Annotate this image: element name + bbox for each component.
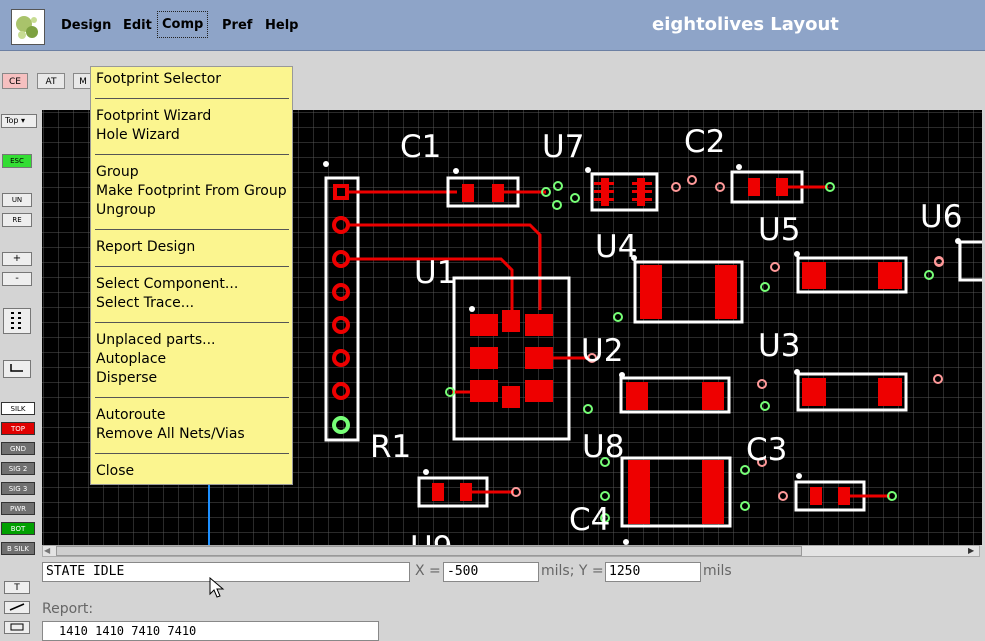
label-u5: U5 (758, 212, 800, 248)
menu-item-unplaced-parts[interactable]: Unplaced parts... (96, 332, 216, 348)
units-label: mils (703, 563, 732, 579)
menu-divider (95, 266, 289, 267)
menu-item-group[interactable]: Group (96, 164, 139, 180)
menu-divider (95, 397, 289, 398)
y-coordinate-field[interactable]: 1250 (605, 562, 701, 582)
at-button[interactable]: AT (37, 73, 65, 89)
app-title: eightolives Layout (652, 14, 839, 35)
label-r1: R1 (370, 429, 411, 465)
ce-button[interactable]: CE (2, 73, 28, 89)
layer-button[interactable]: SIG 2 (1, 462, 35, 475)
menu-edit[interactable]: Edit (123, 18, 152, 33)
layer-button[interactable]: GND (1, 442, 35, 455)
pcb-board-canvas[interactable]: C1 U7 C2 U6 U4 U5 U1 U2 U3 R1 U8 C3 C4 U… (42, 110, 982, 545)
menu-item-hole-wizard[interactable]: Hole Wizard (96, 127, 180, 143)
label-u7: U7 (542, 129, 584, 165)
rectangle-tool[interactable] (4, 621, 30, 634)
menu-divider (95, 229, 289, 230)
comp-menu-dropdown: Footprint Selector Footprint Wizard Hole… (90, 66, 293, 485)
menu-pref[interactable]: Pref (222, 18, 253, 33)
title-bar (0, 0, 985, 51)
line-icon (9, 603, 25, 611)
menu-divider (95, 154, 289, 155)
menu-item-disperse[interactable]: Disperse (96, 370, 158, 386)
m-button[interactable]: M (73, 73, 93, 89)
layer-button[interactable]: PWR (1, 502, 35, 515)
menu-item-autoplace[interactable]: Autoplace (96, 351, 167, 367)
corner-icon (10, 364, 23, 372)
zoom-out-button[interactable]: - (2, 272, 32, 286)
mouse-cursor-icon (209, 577, 225, 598)
label-c1: C1 (400, 129, 441, 165)
grid-dots-tool[interactable] (3, 308, 31, 334)
layer-button[interactable]: SIG 3 (1, 482, 35, 495)
menu-divider (95, 98, 289, 99)
zoom-in-button[interactable]: + (2, 252, 32, 266)
label-u6: U6 (920, 199, 962, 235)
scroll-right-icon[interactable]: ▶ (968, 546, 975, 555)
app-logo (11, 9, 45, 45)
layer-button[interactable]: TOP (1, 422, 35, 435)
esc-button[interactable]: ESC (2, 154, 32, 168)
chevron-down-icon: ▾ (21, 116, 26, 125)
label-u2: U2 (581, 333, 623, 369)
label-u9: U9 (410, 530, 452, 545)
label-u3: U3 (758, 328, 800, 364)
layer-select-value: Top (5, 116, 19, 125)
menu-item-report-design[interactable]: Report Design (96, 239, 196, 255)
menu-divider (95, 322, 289, 323)
menu-comp[interactable]: Comp (157, 11, 209, 38)
menu-item-remove-all-nets-vias[interactable]: Remove All Nets/Vias (96, 426, 245, 442)
label-u8: U8 (582, 429, 624, 465)
label-u4: U4 (595, 229, 637, 265)
undo-button[interactable]: UN (2, 193, 32, 207)
menu-divider (95, 453, 289, 454)
state-field: STATE IDLE (42, 562, 410, 582)
menu-help[interactable]: Help (265, 18, 299, 33)
line-tool[interactable] (4, 601, 30, 614)
scroll-left-icon[interactable]: ◀ (44, 546, 51, 555)
x-label: X = (415, 563, 441, 579)
text-tool[interactable]: T (4, 581, 30, 594)
menu-item-close[interactable]: Close (96, 463, 135, 479)
rectangle-icon (10, 623, 24, 631)
menu-item-footprint-selector[interactable]: Footprint Selector (96, 71, 222, 87)
x-coordinate-field[interactable]: -500 (443, 562, 539, 582)
layer-button[interactable]: SILK (1, 402, 35, 415)
menu-item-footprint-wizard[interactable]: Footprint Wizard (96, 108, 212, 124)
report-output: 1410 1410 7410 7410 (42, 621, 379, 641)
menu-design[interactable]: Design (61, 18, 112, 33)
menu-item-select-trace[interactable]: Select Trace... (96, 295, 195, 311)
menu-item-autoroute[interactable]: Autoroute (96, 407, 166, 423)
menu-item-select-component[interactable]: Select Component... (96, 276, 239, 292)
label-c3: C3 (746, 432, 787, 468)
layer-select-dropdown[interactable]: Top ▾ (1, 114, 37, 128)
grid-dots-icon (11, 312, 21, 329)
scrollbar-thumb[interactable] (56, 546, 802, 556)
report-label: Report: (42, 601, 94, 617)
menu-item-make-footprint-from-group[interactable]: Make Footprint From Group (96, 183, 287, 199)
label-u1: U1 (414, 255, 456, 291)
label-c2: C2 (684, 124, 725, 160)
redo-button[interactable]: RE (2, 213, 32, 227)
layer-button[interactable]: BOT (1, 522, 35, 535)
corner-tool[interactable] (3, 360, 31, 378)
y-label: mils; Y = (541, 563, 604, 579)
text-tool-icon: T (14, 583, 20, 593)
layer-button[interactable]: B SILK (1, 542, 35, 555)
label-c4: C4 (569, 502, 610, 538)
menu-item-ungroup[interactable]: Ungroup (96, 202, 156, 218)
